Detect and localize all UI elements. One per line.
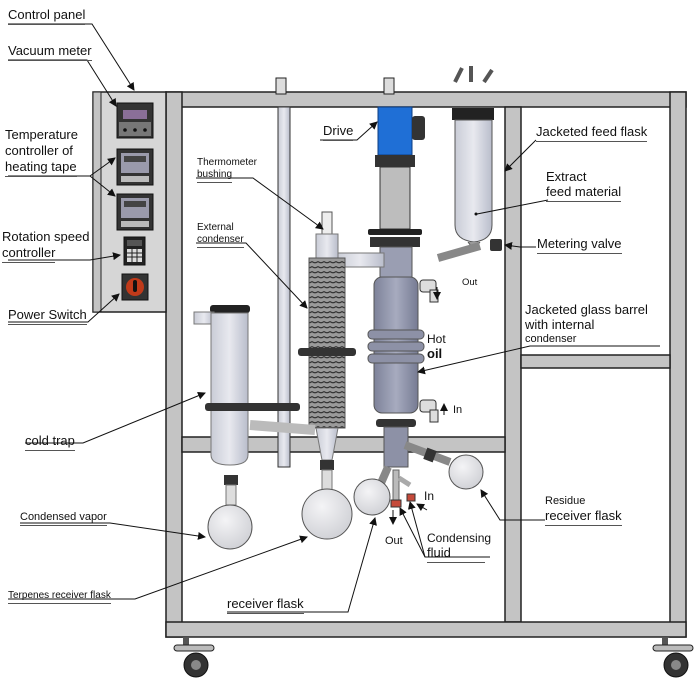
frame-bottom-rail xyxy=(165,621,687,638)
label-drive: Drive xyxy=(323,123,354,141)
control-panel xyxy=(92,91,167,313)
label-barrel-line1: Jacketed glass barrel xyxy=(525,302,648,317)
label-condensing-line1: Condensing xyxy=(427,531,492,545)
label-fluid-out: Out xyxy=(385,535,403,547)
label-vacuum-meter: Vacuum meter xyxy=(8,43,92,61)
temperature-controller-2 xyxy=(116,193,154,231)
label-extract-line2: feed material xyxy=(546,184,622,202)
support-rod xyxy=(275,77,291,468)
receiver-flask xyxy=(353,465,392,516)
label-temperature-controller-line3: heating tape xyxy=(5,159,77,177)
temperature-controller-1 xyxy=(116,148,154,186)
label-rotation-speed-line2: controller xyxy=(2,245,56,263)
label-fluid-in: In xyxy=(424,489,435,503)
frame-left-post xyxy=(165,91,183,638)
condensed-vapor-flask xyxy=(207,484,253,550)
caster-right xyxy=(652,637,694,678)
label-thermometer-line1: Thermometer xyxy=(197,157,258,168)
caster-left xyxy=(173,637,215,678)
power-switch xyxy=(121,273,149,301)
label-barrel-line2: with internal xyxy=(525,317,595,332)
label-jacketed-feed-flask: Jacketed feed flask xyxy=(536,124,648,142)
frame-right-post xyxy=(669,91,687,638)
metering-valve xyxy=(436,239,502,262)
external-condenser xyxy=(298,211,356,470)
label-condensed-vapor: Condensed vapor xyxy=(20,511,107,526)
label-terpenes-receiver-flask: Terpenes receiver flask xyxy=(8,590,111,604)
label-oil-out: Out xyxy=(462,277,478,288)
label-oil: oil xyxy=(427,346,443,361)
frame-right-rail xyxy=(520,354,671,369)
condensing-fluid-ports xyxy=(390,469,416,508)
label-control-panel: Control panel xyxy=(8,7,86,25)
label-temperature-controller-line1: Temperature xyxy=(5,127,78,142)
label-extract-line1: Extract xyxy=(546,169,587,184)
label-residue-line1: Residue xyxy=(545,495,586,507)
label-oil-in: In xyxy=(453,404,463,416)
jacketed-glass-barrel xyxy=(335,246,439,468)
frame-top-rail xyxy=(165,91,687,108)
drive-motor xyxy=(368,106,425,247)
label-metering-valve: Metering valve xyxy=(537,236,622,254)
label-thermometer-line2: bushing xyxy=(197,169,233,183)
terpenes-receiver-flask xyxy=(301,469,353,540)
label-receiver-flask: receiver flask xyxy=(227,596,304,614)
residue-receiver-flask xyxy=(403,441,484,490)
label-temperature-controller-line2: controller of xyxy=(5,143,73,158)
label-external-condenser-line1: External xyxy=(197,222,234,233)
label-residue-line2: receiver flask xyxy=(545,508,622,526)
label-external-condenser-line2: condenser xyxy=(197,234,244,248)
label-hot: Hot xyxy=(427,332,446,346)
vacuum-meter xyxy=(116,102,154,139)
cold-trap xyxy=(193,305,316,485)
jacketed-feed-flask xyxy=(452,66,494,251)
label-cold-trap: cold trap xyxy=(25,433,75,451)
label-rotation-speed-line1: Rotation speed xyxy=(2,229,90,244)
drive-mount-cap xyxy=(383,77,395,95)
label-condensing-line2: fluid xyxy=(427,545,485,563)
label-barrel-line3: condenser xyxy=(525,333,577,345)
label-power-switch: Power Switch xyxy=(8,307,87,325)
rotation-speed-controller xyxy=(123,236,146,266)
frame-middle-post xyxy=(504,106,522,623)
